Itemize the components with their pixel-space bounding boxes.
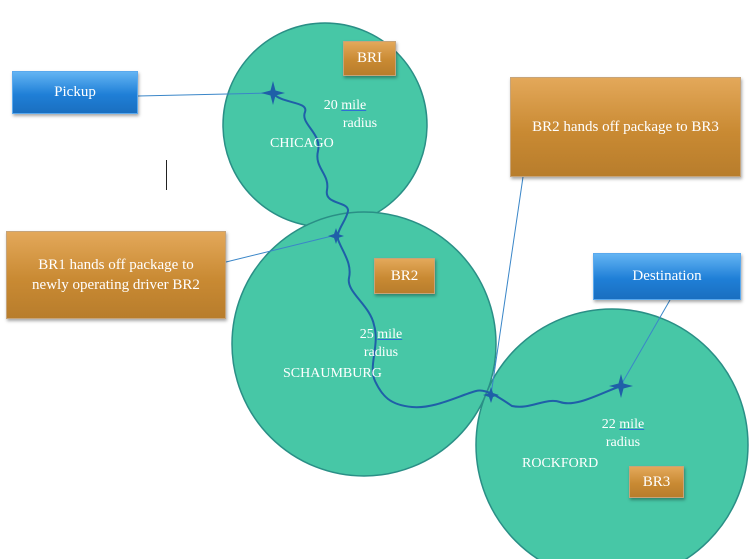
br3-badge: BR3: [629, 466, 684, 498]
delivery-route: [272, 92, 622, 409]
destination-marker-icon: [609, 374, 633, 398]
handoff-br1-box: BR1 hands off package to newly operating…: [6, 231, 226, 319]
chicago-radius-word: radius: [342, 115, 378, 131]
handoff-br2-connector: [490, 176, 524, 396]
rockford-radius-unit: mile: [619, 417, 645, 432]
handoff-br2-box: BR2 hands off package to BR3: [510, 77, 741, 177]
chicago-radius-unit: mile: [341, 98, 367, 113]
rockford-radius-value: 22: [601, 417, 616, 432]
schaumburg-radius-word: radius: [363, 344, 399, 360]
handoff-br1-marker-icon: [328, 228, 344, 244]
chicago-radius-value: 20: [323, 98, 338, 113]
rockford-radius-word: radius: [605, 434, 641, 450]
br2-badge: BR2: [374, 258, 435, 294]
chicago-radius-label: 20 mile radius: [300, 97, 390, 132]
handoff-br2-marker-icon: [483, 387, 499, 403]
handoff-br1-connector: [225, 235, 333, 263]
schaumburg-radius-label: 25 mile radius: [346, 326, 416, 361]
chicago-city-label: CHICAGO: [270, 136, 334, 151]
pickup-marker-icon: [261, 81, 285, 105]
pickup-connector: [137, 92, 272, 97]
schaumburg-city-label: SCHAUMBURG: [283, 366, 382, 381]
destination-box: Destination: [593, 253, 741, 300]
br1-badge: BRI: [343, 41, 396, 76]
rockford-city-label: ROCKFORD: [522, 456, 599, 471]
schaumburg-radius-unit: mile: [377, 327, 403, 342]
rockford-radius-label: 22 mile radius: [588, 416, 658, 451]
pickup-box: Pickup: [12, 71, 138, 114]
text-cursor: [166, 160, 167, 190]
destination-connector: [620, 299, 671, 386]
schaumburg-radius-value: 25: [359, 327, 374, 342]
